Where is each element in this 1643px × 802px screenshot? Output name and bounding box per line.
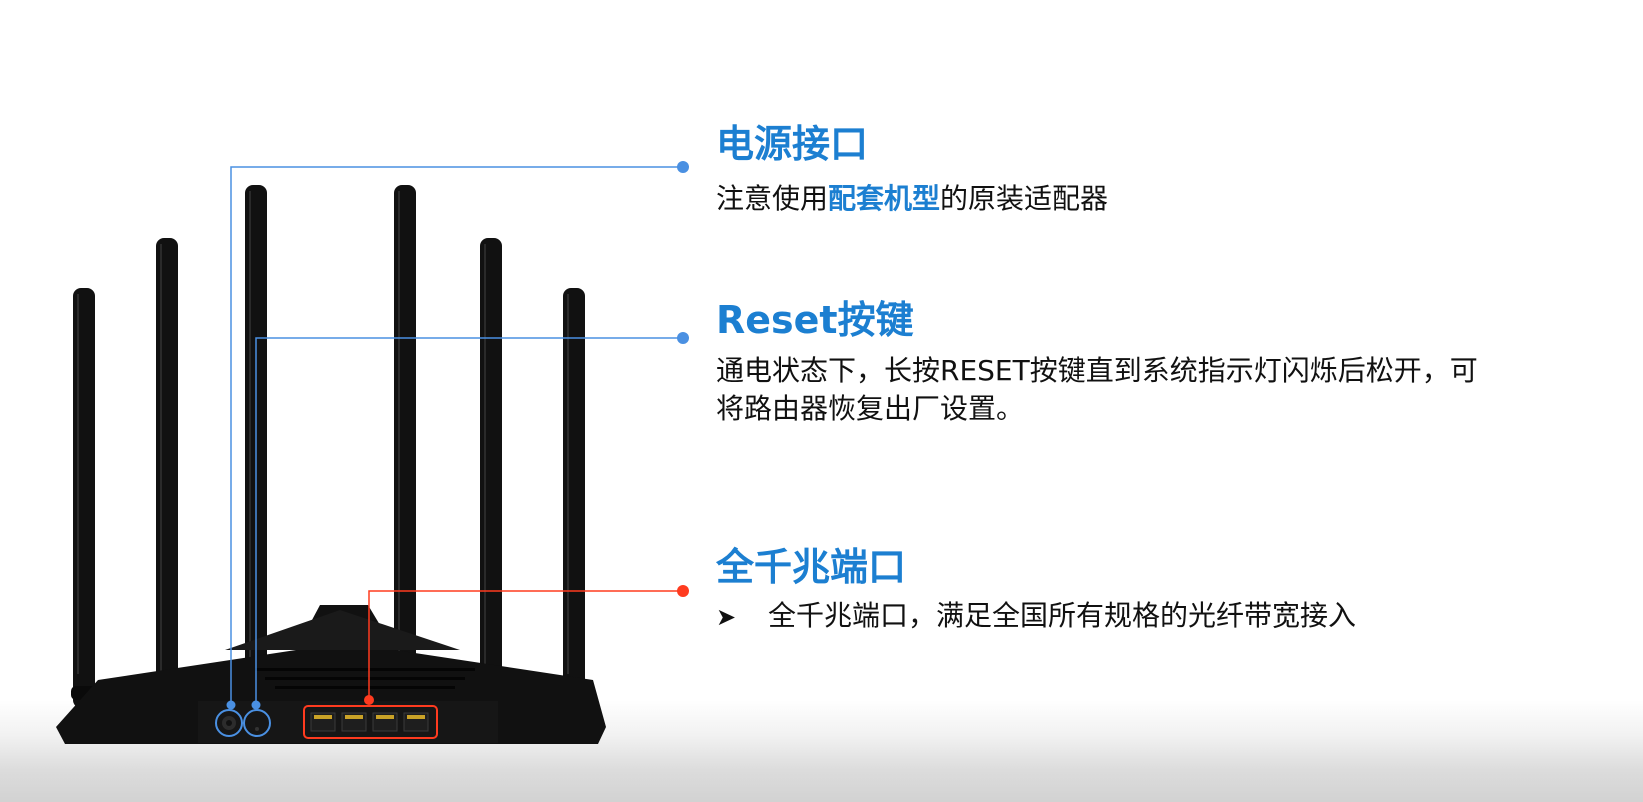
- antenna-5: [480, 238, 502, 708]
- antenna-6: [563, 288, 585, 708]
- antenna-group: [71, 185, 587, 708]
- lan-port-pins-1: [314, 715, 332, 719]
- power-desc-part-1: 注意使用: [716, 182, 829, 215]
- power-connector-line: [230, 166, 683, 705]
- gigabit-port-title: 全千兆端口: [716, 545, 907, 589]
- connector-lines: [230, 166, 683, 705]
- lan-port-pins-4: [407, 715, 425, 719]
- power-desc-part-3: 的原装适配器: [940, 182, 1109, 215]
- connector-dots: [226, 161, 689, 710]
- antenna-highlight-1: [77, 294, 79, 674]
- reset-dot-start: [251, 700, 261, 710]
- gigabit-dot-start: [364, 695, 374, 705]
- antenna-1: [73, 288, 95, 708]
- reset-button: [243, 709, 271, 737]
- lan-port-pins-2: [345, 715, 363, 719]
- gigabit-port-bullet: ➤ 全千兆端口，满足全国所有规格的光纤带宽接入: [716, 597, 1356, 636]
- gigabit-connector-line: [368, 590, 683, 700]
- reset-desc-line-2: 将路由器恢复出厂设置。: [716, 392, 1025, 425]
- power-dot-end: [677, 161, 689, 173]
- reset-button-description: 通电状态下，长按RESET按键直到系统指示灯闪烁后松开，可 将路由器恢复出厂设置…: [716, 352, 1478, 428]
- power-port-description: 注意使用配套机型的原装适配器: [716, 180, 1108, 218]
- power-desc-highlight: 配套机型: [828, 182, 941, 215]
- antenna-highlight-5: [484, 244, 486, 674]
- antenna-highlight-3: [249, 191, 251, 674]
- gigabit-bullet-text: 全千兆端口，满足全国所有规格的光纤带宽接入: [768, 599, 1357, 632]
- lan-ports: [303, 705, 438, 739]
- arrow-bullet-icon: ➤: [716, 603, 737, 631]
- power-dot-start: [226, 700, 236, 710]
- reset-dot-end: [677, 332, 689, 344]
- power-jack: [215, 709, 243, 737]
- antenna-2: [156, 238, 178, 708]
- reset-connector-line: [255, 337, 683, 705]
- gigabit-dot-end: [677, 585, 689, 597]
- antenna-highlight-4: [398, 191, 400, 674]
- power-port-title: 电源接口: [716, 122, 869, 166]
- antenna-highlight-2: [160, 244, 162, 674]
- vent-slots: [255, 668, 475, 689]
- antenna-highlight-6: [567, 294, 569, 674]
- lan-port-pins-3: [376, 715, 394, 719]
- reset-button-title: Reset按键: [716, 298, 914, 342]
- reset-desc-line-1: 通电状态下，长按RESET按键直到系统指示灯闪烁后松开，可: [716, 354, 1478, 387]
